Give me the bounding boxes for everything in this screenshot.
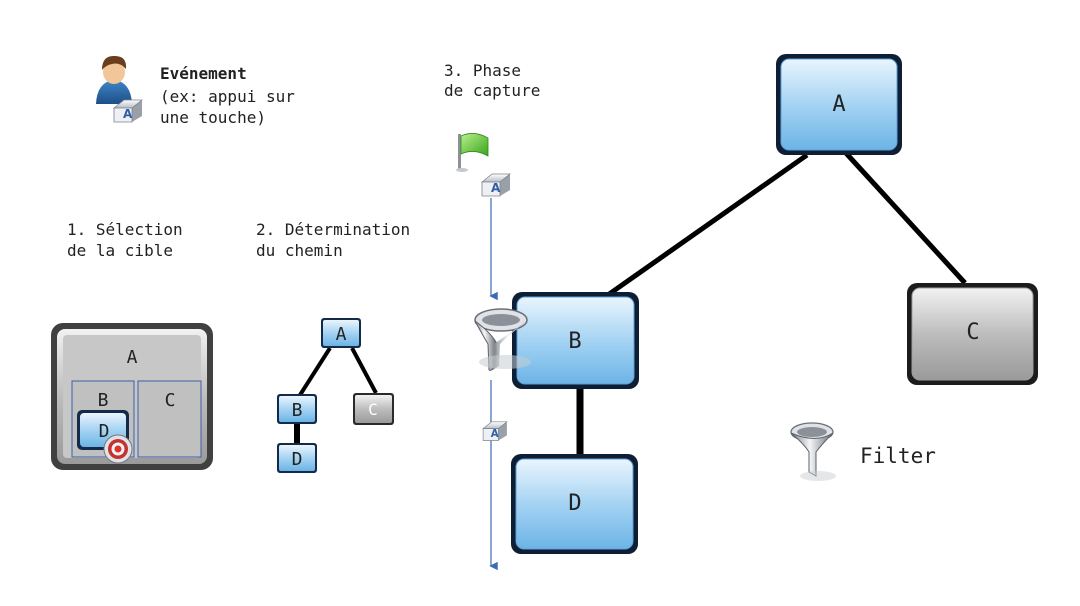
svg-text:A: A xyxy=(491,429,499,440)
capture-node-a: A xyxy=(776,54,902,155)
box-c-label: C xyxy=(165,390,176,411)
event-description-line2: une touche) xyxy=(160,108,266,127)
tree-node-a: A xyxy=(321,318,361,348)
step3-label-line2: de capture xyxy=(444,81,541,100)
keyboard-key-icon: A xyxy=(481,173,511,197)
path-tree-diagram: A B C D xyxy=(277,318,394,473)
svg-text:A: A xyxy=(491,181,501,195)
svg-text:A: A xyxy=(336,324,347,345)
tree-node-c: C xyxy=(353,393,394,425)
tree-node-b: B xyxy=(277,394,317,424)
box-d-label: D xyxy=(99,421,110,442)
capture-tree-diagram: A B C D A xyxy=(456,54,1038,571)
step3-label-line1: 3. Phase xyxy=(444,61,522,80)
keyboard-key-icon: A xyxy=(113,99,143,123)
svg-text:B: B xyxy=(292,400,303,421)
event-description-line1: (ex: appui sur xyxy=(160,87,295,106)
step2-label-line2: du chemin xyxy=(256,241,343,260)
key-glyph: A xyxy=(123,107,133,121)
keyboard-key-icon: A xyxy=(482,421,508,441)
box-b-label: B xyxy=(98,390,109,411)
target-icon xyxy=(103,434,133,464)
svg-text:D: D xyxy=(568,491,581,516)
user-icon xyxy=(96,55,132,104)
svg-text:C: C xyxy=(368,400,378,419)
capture-node-d: D xyxy=(511,454,638,554)
svg-text:A: A xyxy=(832,92,845,117)
svg-text:D: D xyxy=(292,449,303,470)
box-a-label: A xyxy=(127,347,138,368)
capture-node-c: C xyxy=(907,283,1038,385)
step1-label-line2: de la cible xyxy=(67,241,173,260)
step1-label-line1: 1. Sélection xyxy=(67,220,183,239)
event-title: Evénement xyxy=(160,64,247,83)
funnel-icon xyxy=(474,308,531,371)
target-selection-diagram: A B C D xyxy=(51,323,213,470)
capture-node-b: B xyxy=(512,292,639,389)
filter-legend-label: Filter xyxy=(860,444,936,468)
svg-text:C: C xyxy=(966,320,979,345)
svg-text:B: B xyxy=(568,329,581,354)
tree-node-d: D xyxy=(277,443,317,473)
funnel-icon xyxy=(790,422,836,481)
flag-icon xyxy=(456,133,489,172)
step2-label-line1: 2. Détermination xyxy=(256,220,411,239)
